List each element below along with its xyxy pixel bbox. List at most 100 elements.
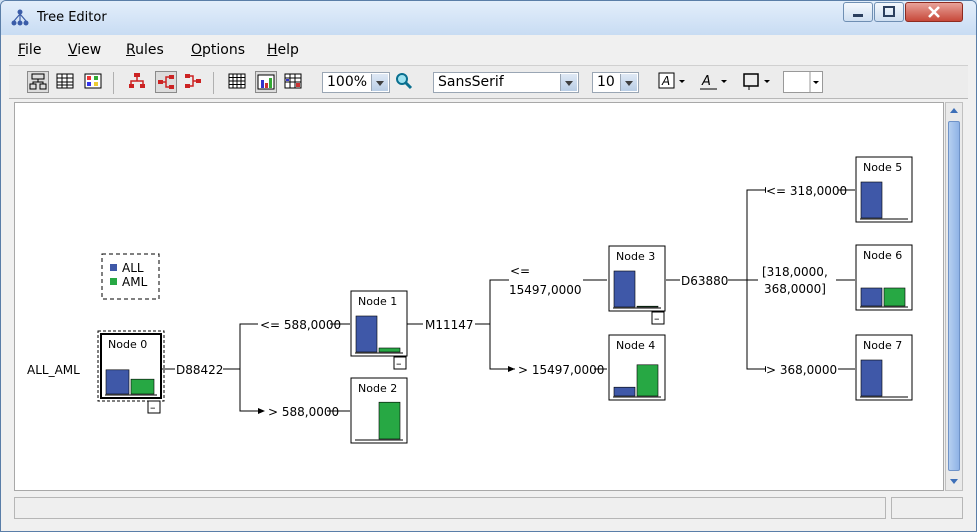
- right-left-layout-button[interactable]: [183, 71, 205, 93]
- menu-help[interactable]: Help: [267, 42, 299, 58]
- collapse-minus-icon: –: [654, 312, 660, 325]
- bar-aml: [130, 378, 155, 395]
- color-table-button[interactable]: [83, 71, 105, 93]
- edge-label-range-318-368-b: 368,0000]: [764, 282, 826, 296]
- split-label-d88422: D88422: [176, 363, 223, 377]
- toolbar: 100% SansSerif 10 A A: [9, 65, 968, 99]
- bar-chart-button[interactable]: [255, 71, 277, 93]
- status-panel-main: [14, 497, 886, 519]
- edge-label-le-588: <= 588,0000: [260, 318, 341, 332]
- tree-view-button[interactable]: [27, 71, 49, 93]
- legend: ALL AML: [101, 253, 160, 300]
- node-title: Node 1: [358, 295, 397, 308]
- left-right-layout-button[interactable]: [155, 71, 177, 93]
- zoom-button[interactable]: [394, 71, 416, 93]
- collapse-toggle[interactable]: [651, 311, 665, 325]
- menu-file[interactable]: File: [18, 42, 42, 58]
- tree-node-2[interactable]: Node 2: [350, 377, 408, 444]
- menu-rules[interactable]: Rules: [126, 42, 164, 58]
- tree-node-4[interactable]: Node 4: [608, 334, 666, 401]
- vertical-scrollbar[interactable]: [945, 102, 963, 491]
- menu-options[interactable]: Options: [191, 42, 246, 58]
- svg-text:A: A: [661, 74, 670, 88]
- node-title: Node 7: [863, 339, 902, 352]
- scrollbar-thumb[interactable]: [948, 121, 960, 471]
- node-title: Node 5: [863, 161, 902, 174]
- node-selection-outline: [97, 330, 165, 402]
- font-family-select[interactable]: SansSerif: [433, 72, 579, 93]
- bar-aml: [636, 364, 659, 397]
- tree-node-5[interactable]: Node 5: [855, 156, 913, 223]
- bar-chart-icon: [257, 74, 275, 90]
- tree-node-1[interactable]: Node 1 –: [350, 290, 408, 370]
- bar-aml: [378, 401, 401, 440]
- chart-table-button[interactable]: [283, 71, 305, 93]
- edge-label-gt-368: > 368,0000: [766, 363, 837, 377]
- bar-all: [613, 270, 636, 308]
- menu-bar: File View Rules Options Help: [9, 39, 968, 63]
- close-icon: [928, 6, 940, 18]
- chevron-down-icon[interactable]: [371, 74, 388, 91]
- tree-connectors: [162, 189, 855, 412]
- font-style-button[interactable]: A: [699, 71, 733, 93]
- top-down-layout-button[interactable]: [127, 71, 149, 93]
- table-view-button[interactable]: [55, 71, 77, 93]
- tree-canvas[interactable]: ALL AML ALL_AML D88422 <= 588,0000 > 588…: [14, 102, 944, 491]
- title-bar: Tree Editor: [1, 1, 976, 35]
- tree-node-6[interactable]: Node 6: [855, 244, 913, 311]
- node-title: Node 4: [616, 339, 655, 352]
- text-color-button[interactable]: A: [657, 71, 691, 93]
- scroll-down-arrow-icon[interactable]: [946, 474, 962, 490]
- bar-all: [613, 386, 636, 397]
- chevron-down-icon[interactable]: [620, 74, 637, 91]
- maximize-icon: [883, 6, 895, 17]
- magnifier-icon: [396, 73, 413, 90]
- edge-label-gt-15497: > 15497,0000: [518, 363, 604, 377]
- zoom-select[interactable]: 100%: [322, 72, 390, 93]
- legend-swatch-all: [110, 264, 117, 271]
- grid-button[interactable]: [227, 71, 249, 93]
- svg-text:A: A: [701, 74, 711, 89]
- toolbar-separator: [213, 72, 214, 94]
- collapse-minus-icon: –: [396, 357, 402, 370]
- zoom-value: 100%: [327, 74, 368, 90]
- tree-node-0[interactable]: Node 0–: [97, 330, 165, 414]
- node-title: Node 0: [108, 338, 147, 351]
- border-icon: [743, 73, 770, 90]
- close-button[interactable]: [905, 2, 963, 22]
- minimize-button[interactable]: [843, 2, 873, 22]
- tree-node-3[interactable]: Node 3–: [608, 245, 666, 325]
- bar-all: [860, 359, 883, 397]
- tree-node-7[interactable]: Node 7: [855, 334, 913, 401]
- scroll-up-arrow-icon[interactable]: [946, 103, 962, 119]
- edge-label-gt-588: > 588,0000: [268, 405, 339, 419]
- border-button[interactable]: [742, 71, 778, 93]
- collapse-toggle[interactable]: [393, 356, 407, 370]
- right-left-tree-icon: [185, 74, 201, 88]
- text-color-icon: A: [658, 72, 685, 89]
- maximize-button[interactable]: [874, 2, 904, 22]
- split-label-d63880: D63880: [681, 274, 728, 288]
- chevron-down-icon[interactable]: [560, 74, 577, 91]
- root-target-label: ALL_AML: [27, 363, 80, 377]
- legend-swatch-aml: [110, 278, 117, 285]
- left-right-tree-icon: [158, 75, 174, 89]
- bar-aml: [883, 287, 906, 307]
- font-family-value: SansSerif: [438, 74, 504, 90]
- menu-view[interactable]: View: [68, 42, 102, 58]
- edge-label-le-15497-b: 15497,0000: [509, 283, 582, 297]
- split-label-m11147: M11147: [425, 318, 474, 332]
- edge-label-range-318-368-a: [318,0000,: [762, 265, 828, 279]
- bar-aml: [636, 305, 659, 308]
- fill-color-button[interactable]: [783, 71, 823, 93]
- tree-arrowheads: [258, 187, 772, 414]
- bar-all: [860, 181, 883, 219]
- legend-label-aml: AML: [122, 275, 148, 289]
- font-size-select[interactable]: 10: [592, 72, 639, 93]
- bar-aml: [378, 347, 401, 353]
- bar-all: [860, 287, 883, 307]
- collapse-toggle[interactable]: [147, 400, 161, 414]
- bar-all: [105, 369, 130, 395]
